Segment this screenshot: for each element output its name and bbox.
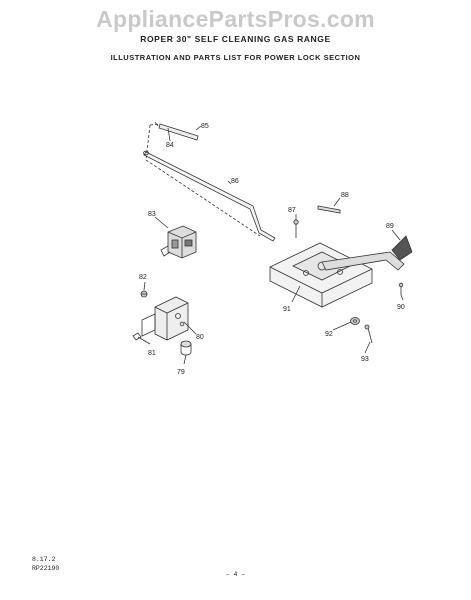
callout-80: 80 <box>196 334 204 341</box>
callout-88: 88 <box>341 192 349 199</box>
part-79-bushing[interactable] <box>180 340 192 356</box>
part-83-lock-motor[interactable] <box>160 225 197 259</box>
lock-arm[interactable] <box>321 251 405 271</box>
callout-87: 87 <box>288 207 296 214</box>
part-80-bracket[interactable] <box>141 296 189 341</box>
part-87-bolt[interactable] <box>293 219 299 238</box>
callout-93: 93 <box>361 356 369 363</box>
callout-82: 82 <box>139 274 147 281</box>
footer-code-date: 8.17.2 <box>32 556 56 563</box>
callout-92: 92 <box>325 331 333 338</box>
part-86-lock-rod[interactable] <box>143 150 276 242</box>
callout-84: 84 <box>166 142 174 149</box>
part-91-base-plate[interactable] <box>269 242 373 308</box>
part-90-screw[interactable] <box>398 282 404 295</box>
part-82-screw[interactable] <box>140 290 148 298</box>
part-89-knob[interactable] <box>391 235 413 261</box>
callout-86: 86 <box>231 178 239 185</box>
part-88-pin[interactable] <box>317 205 341 214</box>
watermark-text: AppliancePartsPros.com <box>96 6 375 32</box>
part-92-washer[interactable] <box>350 317 360 325</box>
page-subtitle: ILLUSTRATION AND PARTS LIST FOR POWER LO… <box>110 53 361 62</box>
part-85-rod[interactable] <box>154 121 199 141</box>
callout-91: 91 <box>283 306 291 313</box>
part-93-screw[interactable] <box>364 324 373 344</box>
callout-85: 85 <box>201 123 209 130</box>
callout-79: 79 <box>177 369 185 376</box>
footer-code-part: RP22190 <box>32 565 60 572</box>
callout-81: 81 <box>148 350 156 357</box>
part-81-clip[interactable] <box>132 332 142 341</box>
callout-83: 83 <box>148 211 156 218</box>
page-title: ROPER 30" SELF CLEANING GAS RANGE <box>140 34 331 44</box>
callout-89: 89 <box>386 223 394 230</box>
footer-page-number: – 4 – <box>225 571 246 578</box>
callout-90: 90 <box>397 304 405 311</box>
